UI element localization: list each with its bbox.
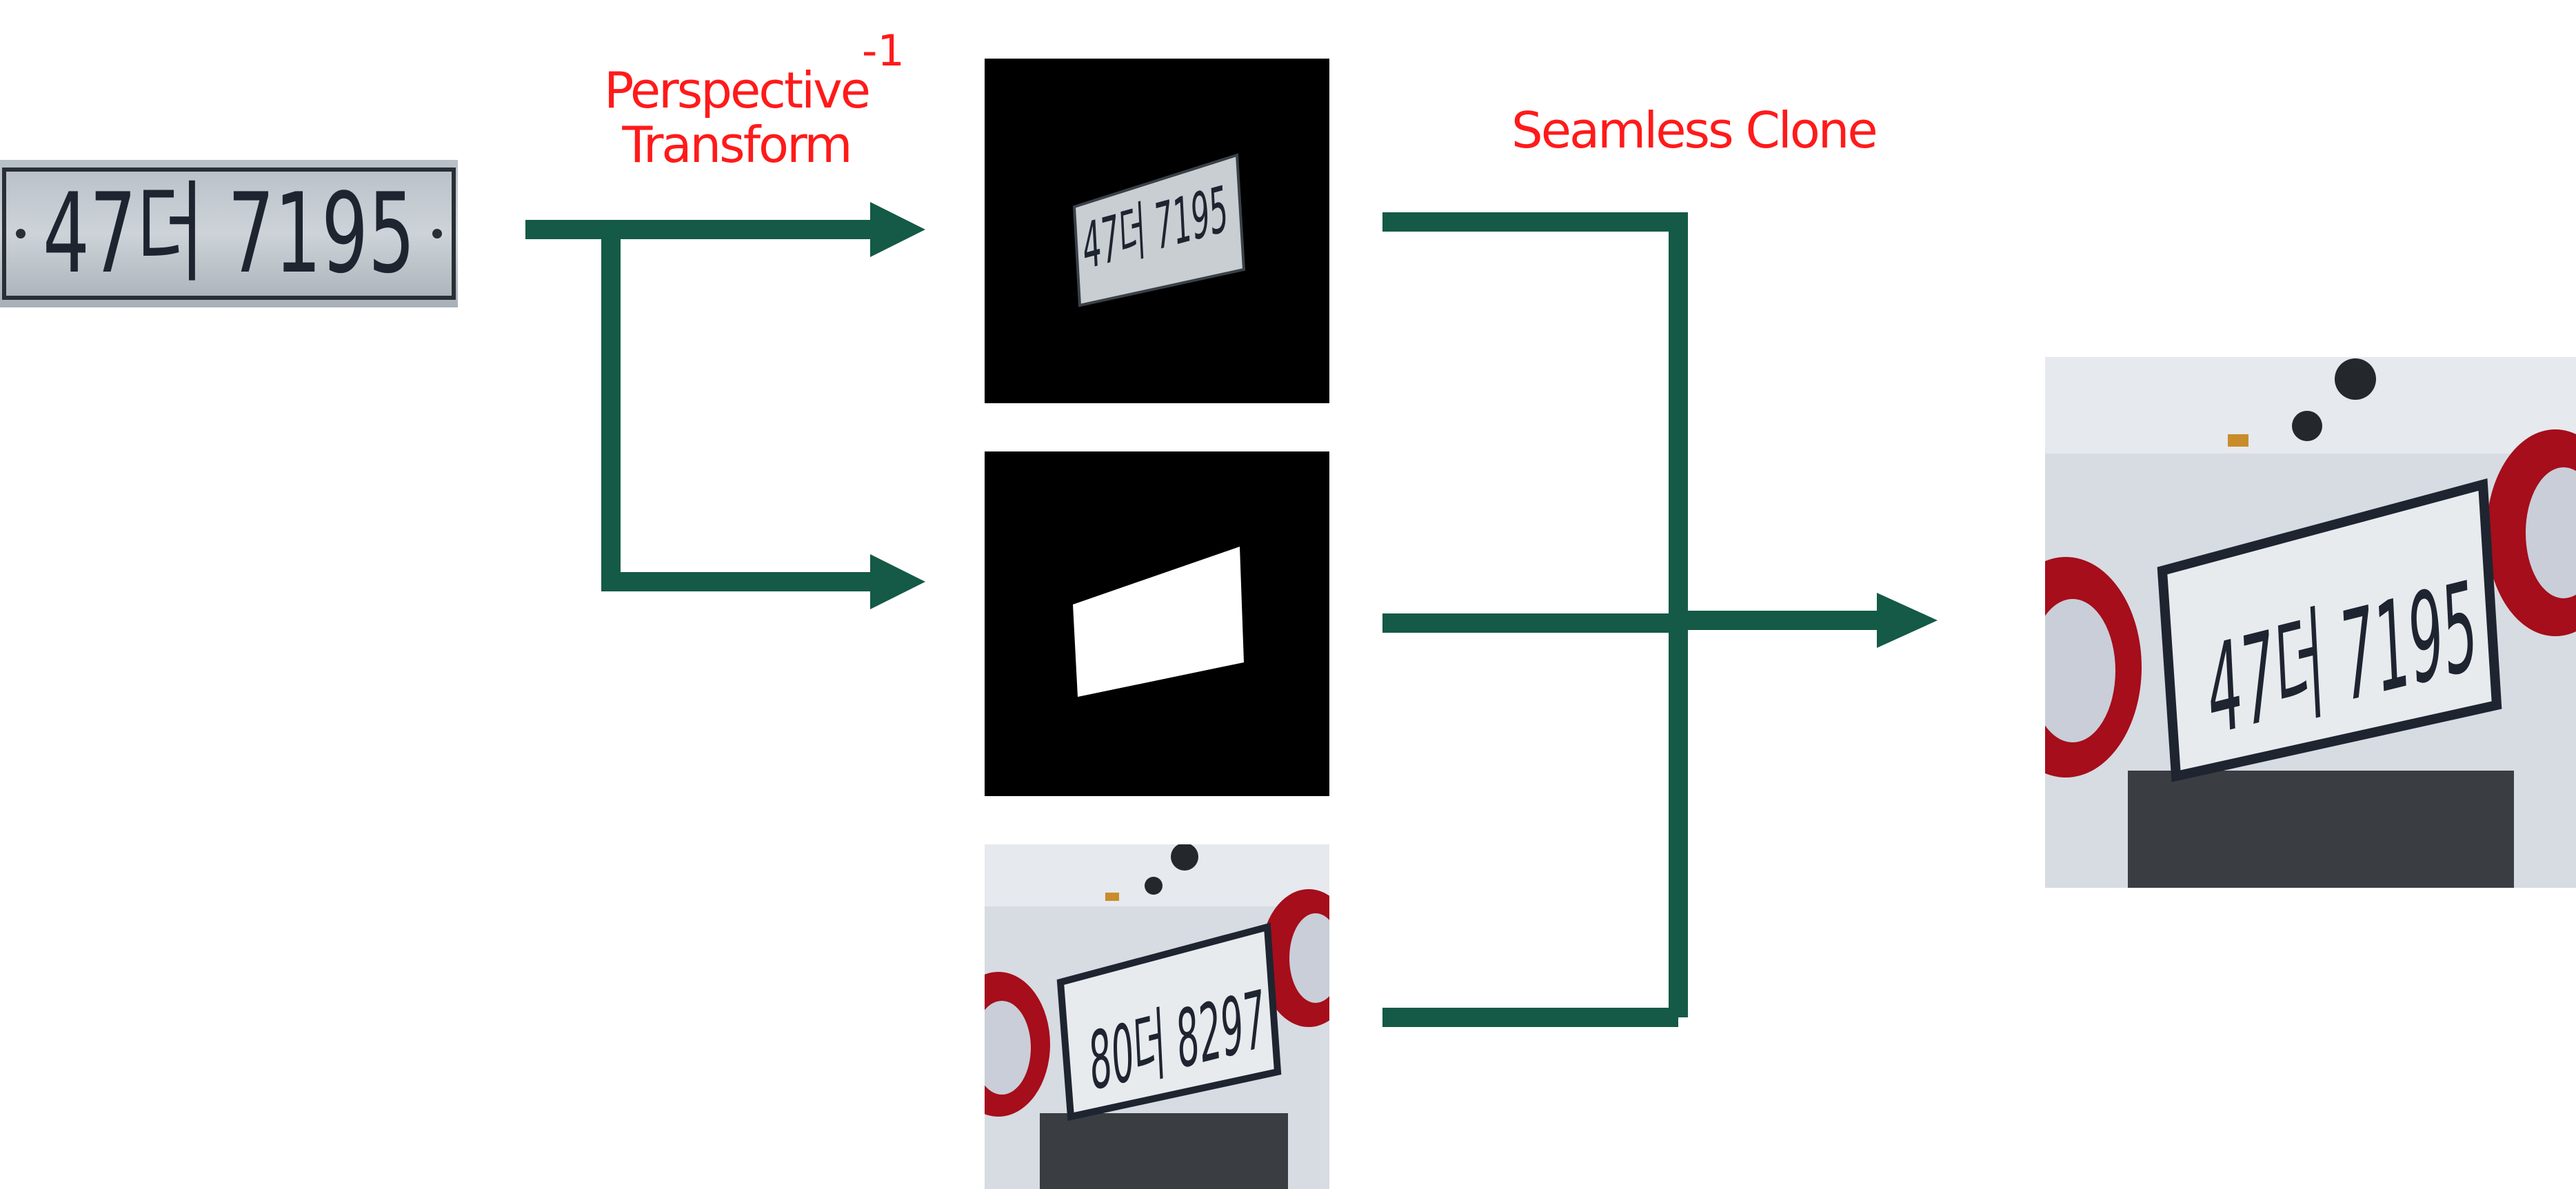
perspective-label-line1: Perspective xyxy=(604,61,871,119)
mask-image xyxy=(985,451,1329,796)
perspective-label-line2: Transform xyxy=(622,116,852,174)
inverse-superscript-label: -1 xyxy=(862,26,905,76)
arrowhead-result xyxy=(1877,593,1938,648)
seamless-clone-label: Seamless Clone xyxy=(1511,101,1878,159)
result-car-image: 47더 7195 xyxy=(2045,357,2576,888)
perspective-transform-label: Perspective Transform xyxy=(604,61,871,174)
background-car-image: 80더 8297 xyxy=(985,844,1329,1189)
arrowhead-mask xyxy=(870,554,925,609)
source-plate-text: 47더 7195 xyxy=(43,169,415,298)
mask-parallelogram xyxy=(1073,547,1244,697)
line-from-warped-plate xyxy=(1382,212,1688,1017)
source-plate-image: 47더 7195 xyxy=(0,160,458,307)
arrow-to-mask xyxy=(601,230,876,591)
arrowhead-warped xyxy=(870,202,925,257)
warped-plate-image: 47더 7195 xyxy=(985,59,1329,403)
